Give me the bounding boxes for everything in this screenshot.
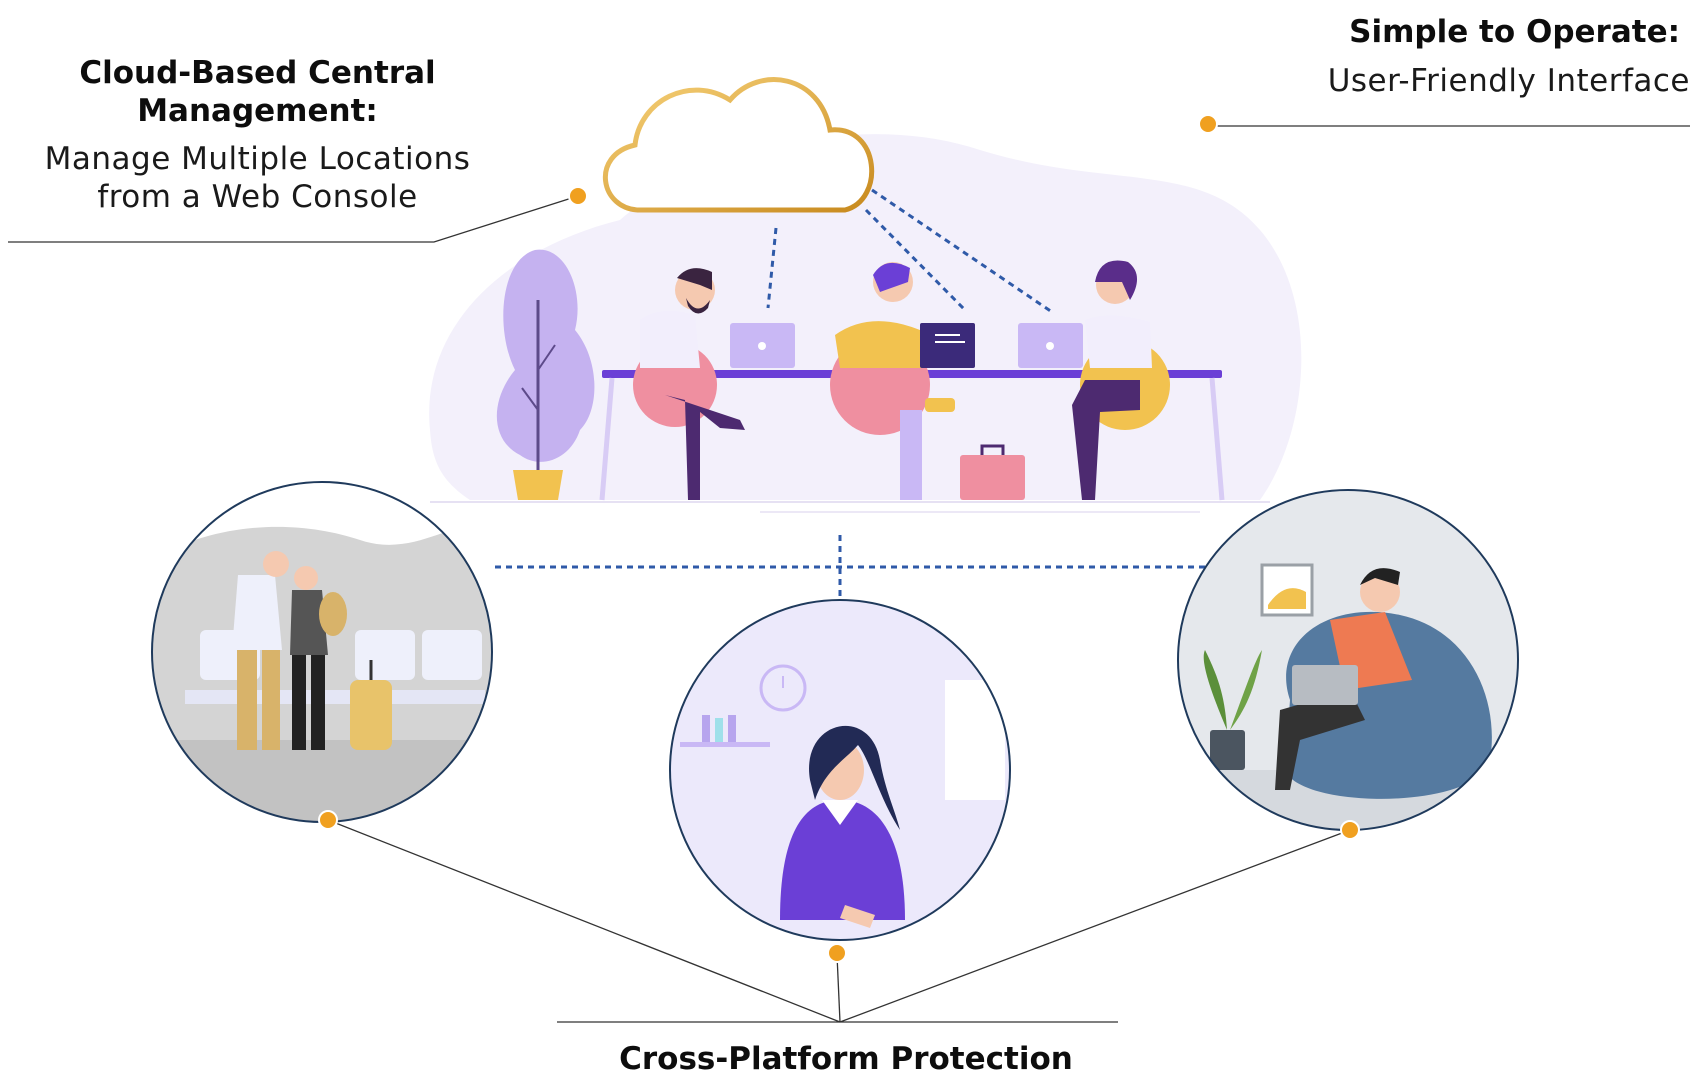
cloud-description-line1: Manage Multiple Locations — [44, 141, 471, 177]
callout-leaders — [8, 125, 1690, 1023]
travelers-illustration — [151, 481, 493, 823]
cloud-management-description: Manage Multiple Locations from a Web Con… — [10, 140, 505, 216]
cloud-management-title: Cloud-Based Central Management: — [79, 55, 436, 129]
remote-worker-illustration — [1177, 489, 1519, 831]
cloud-icon — [603, 77, 875, 213]
simple-to-operate-title: Simple to Operate: — [1349, 14, 1680, 50]
network-connectors — [495, 535, 1205, 598]
callout-dots — [318, 114, 1360, 963]
cloud-description-line2: from a Web Console — [97, 179, 418, 215]
office-team-illustration — [429, 134, 1302, 513]
student-illustration — [669, 599, 1011, 941]
simple-to-operate-description: User-Friendly Interface — [1327, 63, 1690, 99]
cross-platform-title: Cross-Platform Protection — [619, 1041, 1073, 1077]
cloud-connectors — [766, 188, 1053, 314]
